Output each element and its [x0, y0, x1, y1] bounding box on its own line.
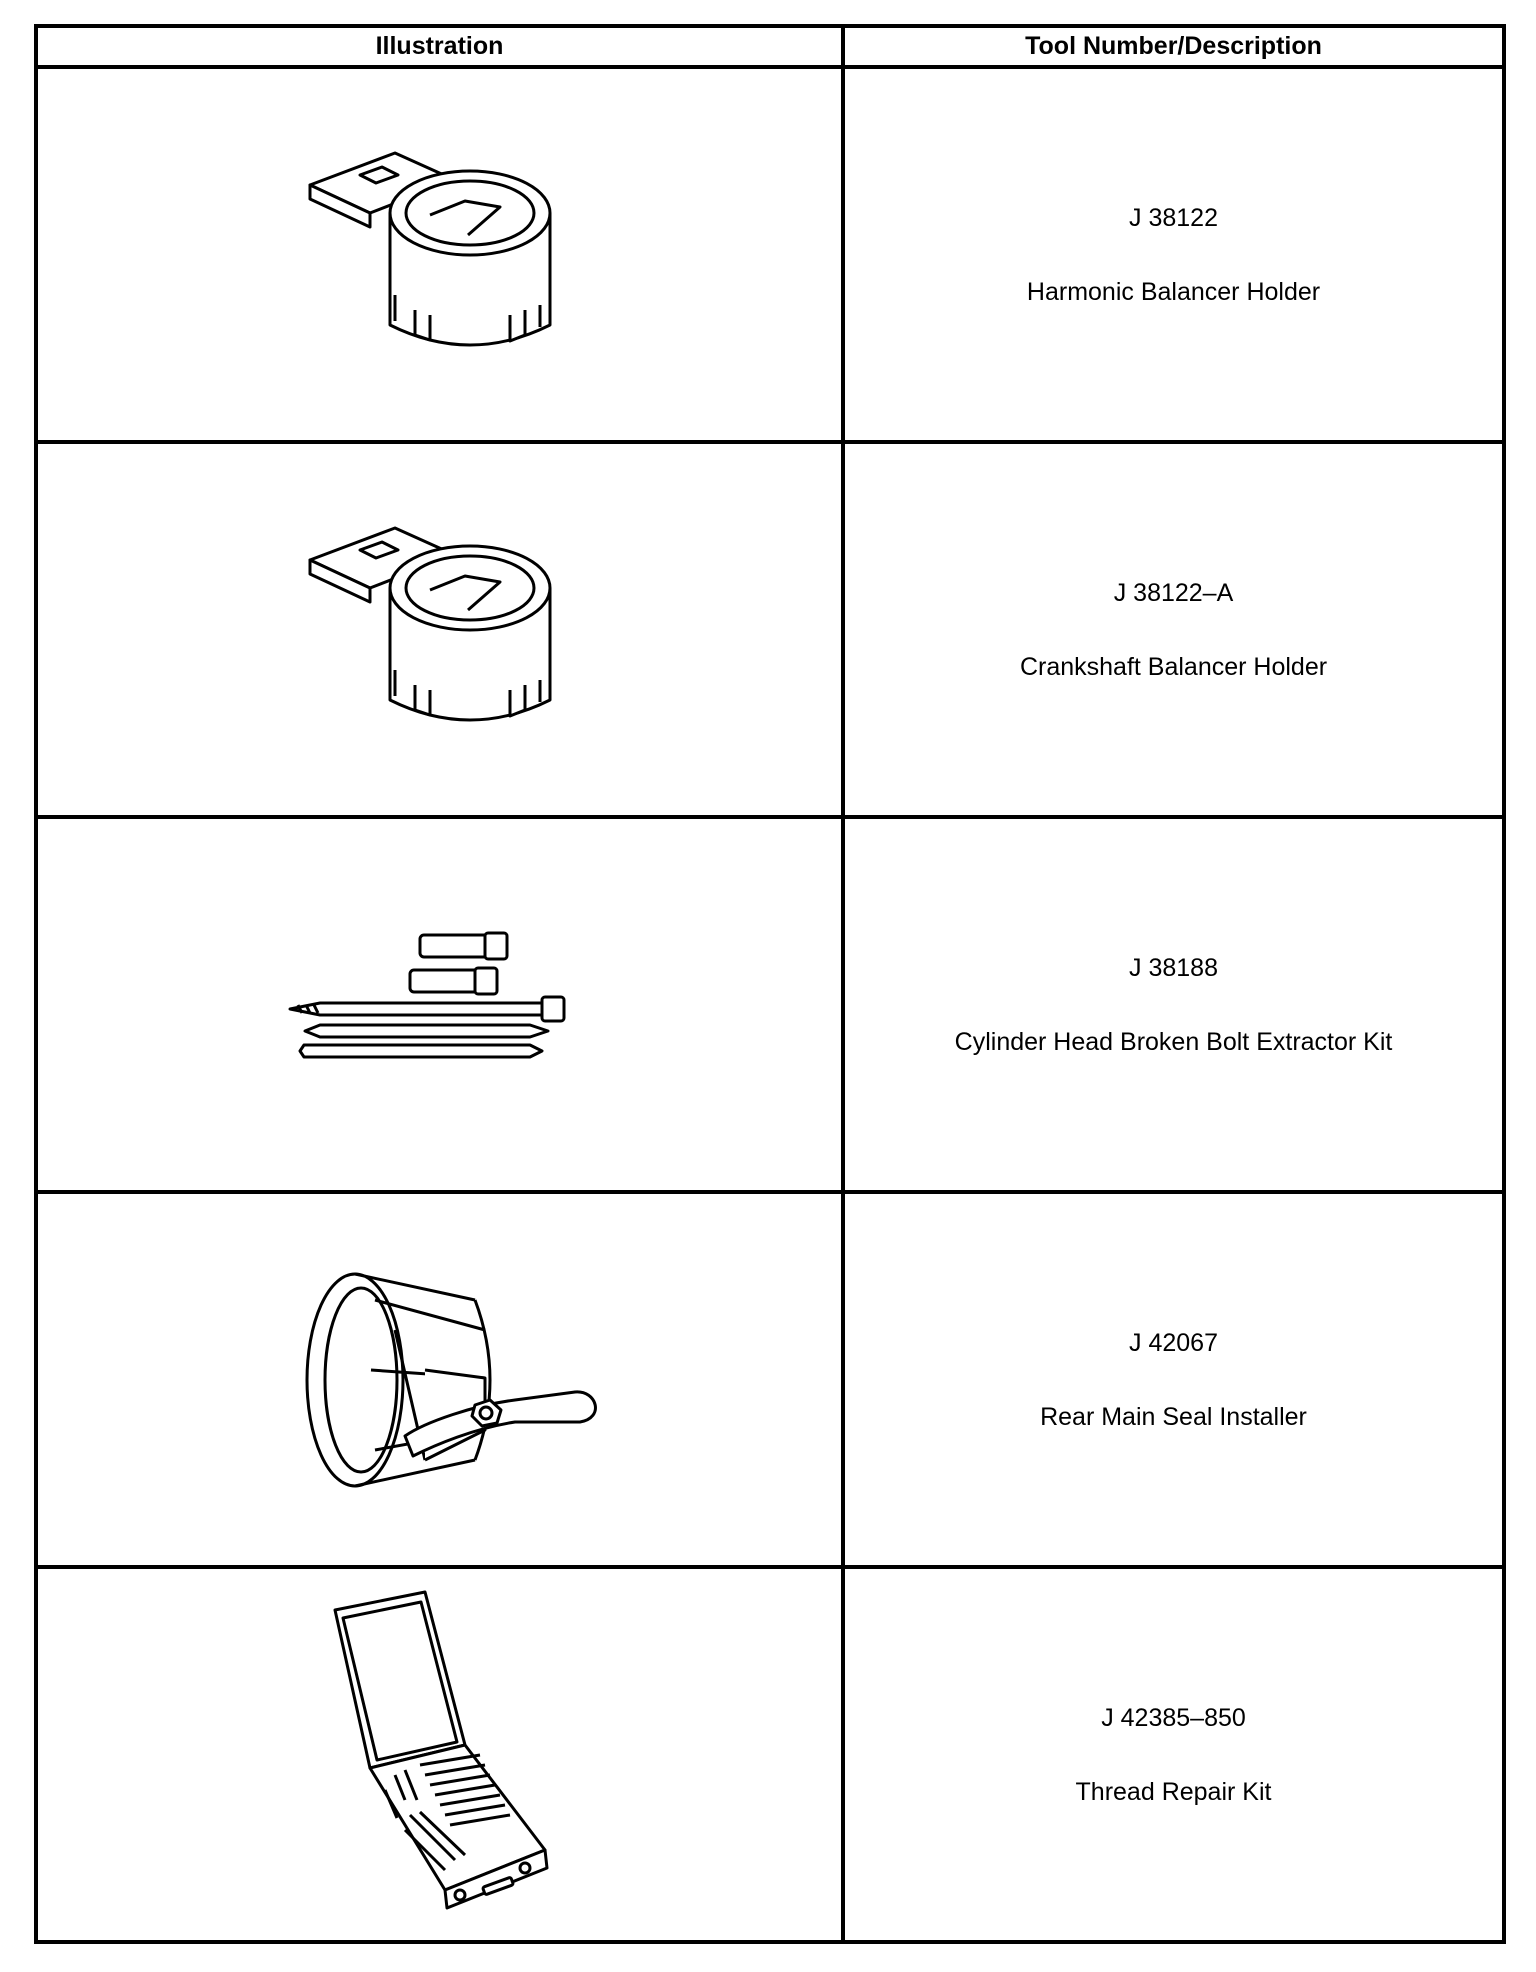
illustration-cell — [34, 440, 845, 819]
table-row: J 42385–850 Thread Repair Kit — [34, 1565, 1506, 1944]
tools-table: Illustration Tool Number/Description J — [34, 24, 1506, 1944]
tool-number: J 42067 — [1129, 1328, 1218, 1357]
tool-description: Thread Repair Kit — [1075, 1777, 1272, 1806]
header-row: Illustration Tool Number/Description — [34, 24, 1506, 69]
description-cell: J 42067 Rear Main Seal Installer — [841, 1190, 1506, 1569]
table-row: J 38122 Harmonic Balancer Holder — [34, 65, 1506, 444]
illustration-cell — [34, 1190, 845, 1569]
table-row: J 38188 Cylinder Head Broken Bolt Extrac… — [34, 815, 1506, 1194]
table-row: J 42067 Rear Main Seal Installer — [34, 1190, 1506, 1569]
tool-number: J 42385–850 — [1101, 1703, 1246, 1732]
thread-repair-kit-icon — [333, 1590, 548, 1909]
tool-description: Harmonic Balancer Holder — [1026, 277, 1321, 306]
balancer-holder-icon — [308, 151, 551, 346]
tool-description: Crankshaft Balancer Holder — [1019, 652, 1328, 681]
description-cell: J 38122–A Crankshaft Balancer Holder — [841, 440, 1506, 819]
balancer-holder-icon — [308, 526, 551, 721]
tool-description: Cylinder Head Broken Bolt Extractor Kit — [954, 1027, 1393, 1056]
seal-installer-icon — [305, 1272, 597, 1487]
illustration-cell — [34, 65, 845, 444]
tool-description: Rear Main Seal Installer — [1040, 1402, 1307, 1431]
description-cell: J 38188 Cylinder Head Broken Bolt Extrac… — [841, 815, 1506, 1194]
tool-number: J 38188 — [1129, 953, 1218, 982]
tool-number: J 38122 — [1129, 203, 1218, 232]
header-illustration: Illustration — [34, 24, 845, 69]
header-tool-number-description: Tool Number/Description — [841, 24, 1506, 69]
illustration-cell — [34, 815, 845, 1194]
illustration-cell — [34, 1565, 845, 1944]
bolt-extractor-kit-icon — [288, 931, 565, 1058]
description-cell: J 42385–850 Thread Repair Kit — [841, 1565, 1506, 1944]
tool-number: J 38122–A — [1113, 578, 1234, 607]
description-cell: J 38122 Harmonic Balancer Holder — [841, 65, 1506, 444]
table-row: J 38122–A Crankshaft Balancer Holder — [34, 440, 1506, 819]
